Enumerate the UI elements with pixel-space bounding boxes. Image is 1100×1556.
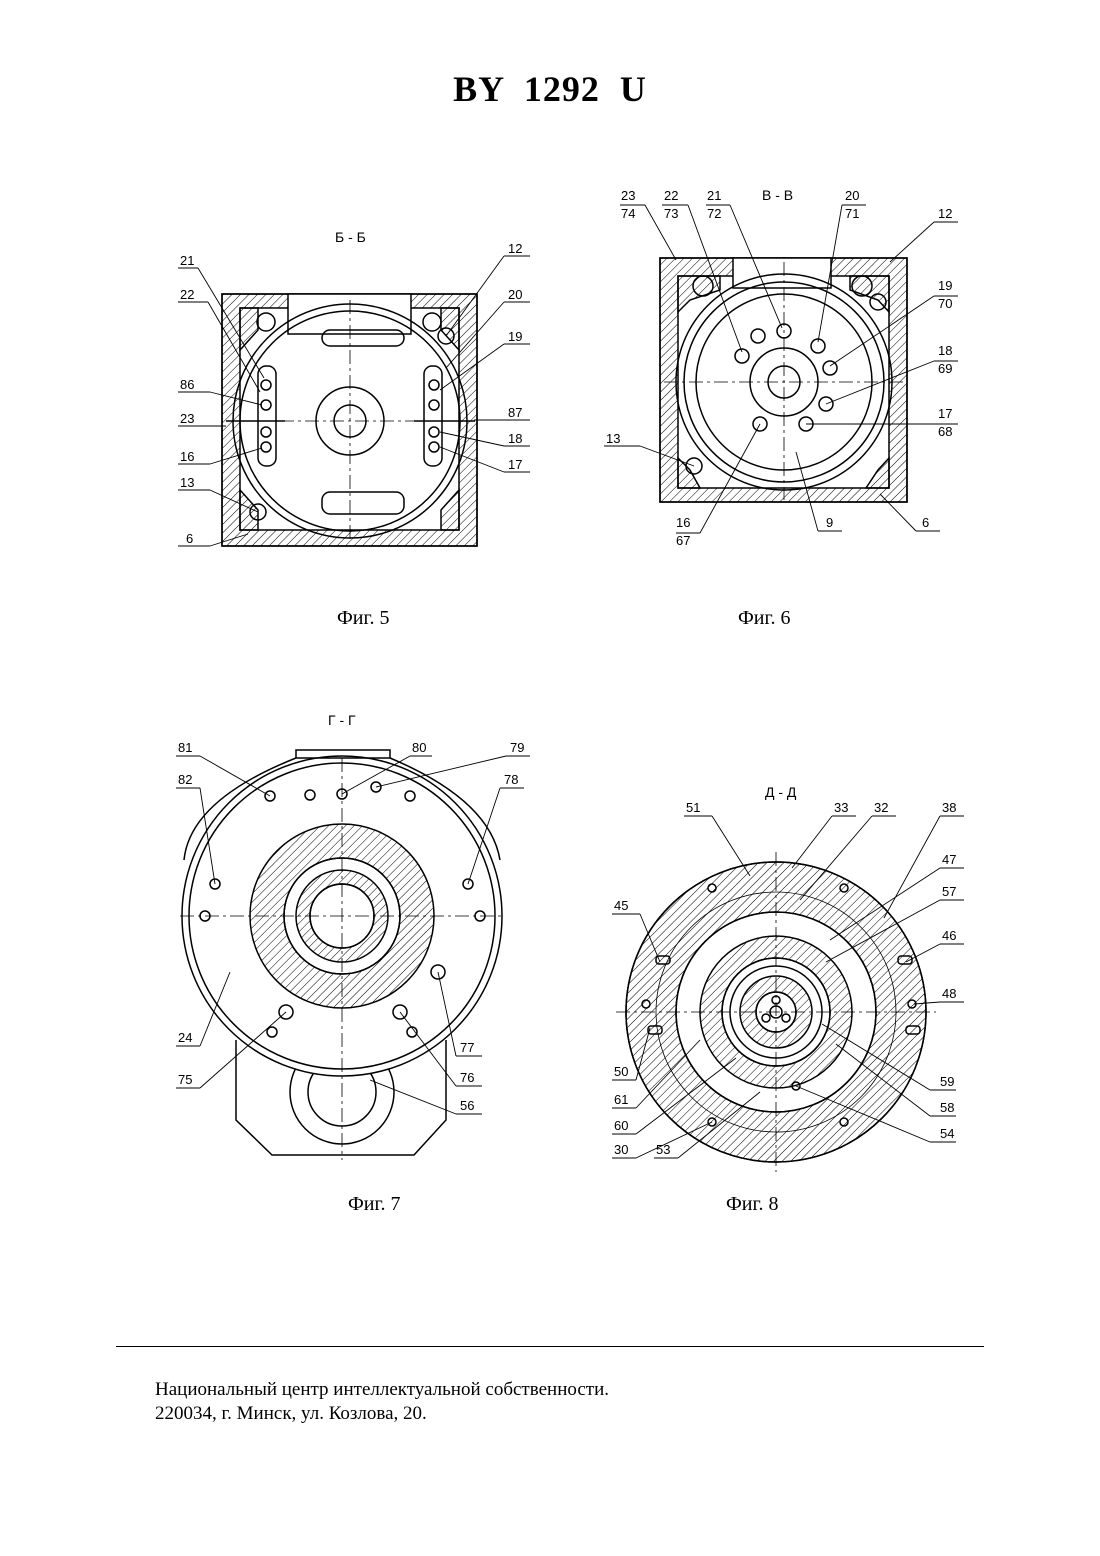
ref-label: 80 <box>412 740 426 755</box>
ref-label: 17 <box>508 457 522 472</box>
footer-divider <box>116 1346 984 1347</box>
ref-label: 79 <box>510 740 524 755</box>
ref-label: 72 <box>707 206 721 221</box>
publisher-footer: Национальный центр интеллектуальной собс… <box>155 1378 609 1426</box>
ref-label: 38 <box>942 800 956 815</box>
figure-caption: Фиг. 6 <box>738 607 790 630</box>
ref-label: 78 <box>504 772 518 787</box>
figure-5-drawing: Б - Б <box>222 229 477 546</box>
ref-label: 69 <box>938 361 952 376</box>
ref-label: 61 <box>614 1092 628 1107</box>
ref-label: 73 <box>664 206 678 221</box>
fig7-section-label: Г - Г <box>328 712 356 728</box>
ref-label: 51 <box>686 800 700 815</box>
ref-label: 57 <box>942 884 956 899</box>
ref-label: 74 <box>621 206 635 221</box>
ref-label: 67 <box>676 533 690 548</box>
ref-label: 19 <box>938 278 952 293</box>
ref-label: 21 <box>180 253 194 268</box>
ref-label: 71 <box>845 206 859 221</box>
ref-label: 16 <box>676 515 690 530</box>
figure-7-drawing: Г - Г <box>180 712 504 1160</box>
ref-label: 56 <box>460 1098 474 1113</box>
ref-label: 19 <box>508 329 522 344</box>
ref-label: 53 <box>656 1142 670 1157</box>
ref-label: 30 <box>614 1142 628 1157</box>
ref-label: 23 <box>621 188 635 203</box>
publisher-name: Национальный центр интеллектуальной собс… <box>155 1378 609 1402</box>
figure-8-drawing: Д - Д <box>616 784 936 1172</box>
ref-label: 86 <box>180 377 194 392</box>
ref-label: 77 <box>460 1040 474 1055</box>
ref-label: 17 <box>938 406 952 421</box>
ref-label: 45 <box>614 898 628 913</box>
ref-label: 60 <box>614 1118 628 1133</box>
ref-label: 68 <box>938 424 952 439</box>
ref-label: 18 <box>938 343 952 358</box>
ref-label: 22 <box>664 188 678 203</box>
ref-label: 22 <box>180 287 194 302</box>
ref-label: 21 <box>707 188 721 203</box>
ref-label: 12 <box>508 241 522 256</box>
ref-label: 6 <box>186 531 193 546</box>
figure-6-drawing: В - В <box>660 187 907 502</box>
ref-label: 70 <box>938 296 952 311</box>
ref-label: 13 <box>180 475 194 490</box>
publisher-address: 220034, г. Минск, ул. Козлова, 20. <box>155 1402 609 1426</box>
ref-label: 54 <box>940 1126 954 1141</box>
fig5-section-label: Б - Б <box>335 229 366 245</box>
ref-label: 6 <box>922 515 929 530</box>
ref-label: 82 <box>178 772 192 787</box>
ref-label: 20 <box>845 188 859 203</box>
figure-caption: Фиг. 7 <box>348 1193 400 1216</box>
ref-label: 20 <box>508 287 522 302</box>
ref-label: 59 <box>940 1074 954 1089</box>
ref-label: 9 <box>826 515 833 530</box>
ref-label: 46 <box>942 928 956 943</box>
figure-caption: Фиг. 8 <box>726 1193 778 1216</box>
ref-label: 50 <box>614 1064 628 1079</box>
ref-label: 32 <box>874 800 888 815</box>
fig6-section-label: В - В <box>762 187 793 203</box>
ref-label: 13 <box>606 431 620 446</box>
ref-label: 87 <box>508 405 522 420</box>
ref-label: 12 <box>938 206 952 221</box>
ref-label: 81 <box>178 740 192 755</box>
fig8-section-label: Д - Д <box>765 784 797 800</box>
ref-label: 76 <box>460 1070 474 1085</box>
ref-label: 16 <box>180 449 194 464</box>
ref-label: 23 <box>180 411 194 426</box>
ref-label: 58 <box>940 1100 954 1115</box>
ref-label: 47 <box>942 852 956 867</box>
ref-label: 24 <box>178 1030 192 1045</box>
ref-label: 75 <box>178 1072 192 1087</box>
ref-label: 48 <box>942 986 956 1001</box>
ref-label: 18 <box>508 431 522 446</box>
figure-caption: Фиг. 5 <box>337 607 389 630</box>
ref-label: 33 <box>834 800 848 815</box>
